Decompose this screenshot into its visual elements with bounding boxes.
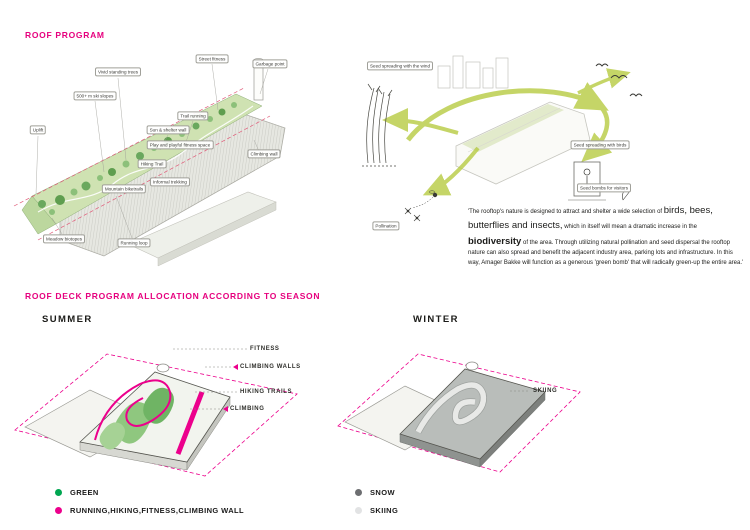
building-outline bbox=[455, 101, 591, 185]
callout-text: SKIING bbox=[533, 388, 558, 394]
seed-bomb-sign bbox=[568, 161, 631, 201]
legend-row-snow: SNOW bbox=[355, 486, 398, 498]
ski-path bbox=[415, 382, 487, 434]
summer-legend: GREEN RUNNING,HIKING,FITNESS,CLIMBING WA… bbox=[55, 486, 244, 516]
roof-program-title: ROOF PROGRAM bbox=[25, 30, 105, 40]
roof-label-ski-slopes: 500+ m ski slopes bbox=[73, 91, 117, 101]
roof-program-illustration: Uplift Vivid standing trees Street fitne… bbox=[8, 44, 308, 294]
seed-arrows bbox=[382, 68, 631, 196]
winter-callout-skiing: SKIING bbox=[533, 388, 557, 394]
roof-label-street-fitness: Street fitness bbox=[195, 54, 229, 64]
summer-leader-lines bbox=[173, 348, 248, 410]
biodiversity-illustration: Seed spreading with the wind Seed spread… bbox=[338, 48, 670, 243]
bio-label-seed-birds: Seed spreading with birds bbox=[570, 140, 630, 150]
summer-roof-diagram: FITNESS CLIMBING WALLS HIKING TRAILS CLI… bbox=[5, 332, 315, 480]
quote-part-biodiversity: biodiversity bbox=[468, 235, 522, 247]
winter-axon-drawing bbox=[337, 353, 581, 473]
legend-label: SKIING bbox=[370, 505, 399, 515]
green-areas bbox=[99, 387, 174, 450]
pink-legend-dot bbox=[55, 506, 62, 514]
roof-label-informal-trekking: Informal trekking bbox=[150, 177, 190, 187]
roof-label-running-loop: Running loop bbox=[117, 238, 151, 248]
running-loop-path bbox=[94, 379, 172, 441]
summer-callout-hiking-trails: HIKING TRAILS bbox=[240, 389, 292, 395]
arrow-left-icon bbox=[233, 364, 238, 370]
roof-label-sun-shelter-wall: Sun & shelter wall bbox=[146, 125, 190, 135]
roof-label-trail-running: Trail running bbox=[177, 111, 209, 121]
roof-label-vivid-trees: Vivid standing trees bbox=[94, 67, 142, 77]
skiing-legend-dot bbox=[355, 506, 362, 514]
roof-label-meadow-biotopes: Meadow biotopes bbox=[42, 234, 86, 244]
bee-icon bbox=[411, 190, 438, 209]
wheat-sketch bbox=[362, 83, 396, 167]
legend-row-skiing: SKIING bbox=[355, 504, 398, 516]
summer-axon-drawing bbox=[14, 348, 298, 477]
winter-roof-diagram: SKIING bbox=[330, 334, 590, 480]
quote-part: of the area. Through utilizing natural p… bbox=[468, 239, 744, 266]
climbing-wall-band bbox=[175, 391, 205, 455]
summer-heading: SUMMER bbox=[42, 314, 93, 325]
tree-icons bbox=[38, 102, 237, 215]
roof-label-garbage-point: Garbage point bbox=[252, 59, 288, 69]
quote-part: 'The rooftop's nature is designed to att… bbox=[468, 209, 664, 215]
callout-text: FITNESS bbox=[250, 346, 280, 352]
legend-row-activities: RUNNING,HIKING,FITNESS,CLIMBING WALL bbox=[55, 504, 244, 516]
callout-text: CLIMBING WALLS bbox=[240, 364, 301, 370]
roof-label-uplift: Uplift bbox=[29, 125, 47, 135]
roof-label-mountain-biketrails: Mountain biketrails bbox=[101, 184, 147, 194]
summer-callout-climbing: CLIMBING bbox=[223, 406, 264, 412]
biodiversity-quote: 'The rooftop's nature is designed to att… bbox=[468, 203, 746, 269]
green-legend-dot bbox=[55, 488, 62, 496]
summer-callout-fitness: FITNESS bbox=[250, 346, 280, 352]
summer-callout-climbing-walls: CLIMBING WALLS bbox=[233, 364, 301, 370]
bio-label-seed-wind: Seed spreading with the wind bbox=[366, 61, 434, 71]
arrow-left-icon bbox=[223, 406, 228, 412]
snow-legend-dot bbox=[355, 488, 362, 496]
bio-label-pollination: Pollination bbox=[372, 221, 400, 231]
quote-part: which in itself will mean a dramatic inc… bbox=[562, 224, 697, 231]
legend-label: GREEN bbox=[70, 487, 99, 497]
flower-icons bbox=[404, 207, 421, 222]
roof-label-climbing-wall: Climbing wall bbox=[247, 149, 281, 159]
roof-program-axon-drawing bbox=[13, 58, 286, 267]
bird-icons bbox=[595, 63, 643, 97]
roof-label-play-fitness: Play and playful fitness space bbox=[146, 140, 214, 150]
winter-heading: WINTER bbox=[413, 314, 459, 325]
legend-label: RUNNING,HIKING,FITNESS,CLIMBING WALL bbox=[70, 505, 244, 515]
legend-row-green: GREEN bbox=[55, 486, 244, 498]
season-section-title: ROOF DECK PROGRAM ALLOCATION ACCORDING T… bbox=[25, 291, 321, 301]
winter-legend: SNOW SKIING bbox=[355, 486, 398, 516]
legend-label: SNOW bbox=[370, 487, 395, 497]
callout-text: CLIMBING bbox=[230, 406, 265, 412]
city-skyline bbox=[437, 55, 509, 89]
biodiversity-sketch bbox=[362, 55, 643, 222]
bio-label-seed-bombs: Seed bombs for visitors bbox=[577, 183, 631, 193]
callout-text: HIKING TRAILS bbox=[240, 389, 293, 395]
quote-part-emphasis: birds, bees, butterflies and insects, bbox=[468, 205, 713, 232]
roof-label-hiking-trail: Hiking Trail bbox=[137, 159, 167, 169]
